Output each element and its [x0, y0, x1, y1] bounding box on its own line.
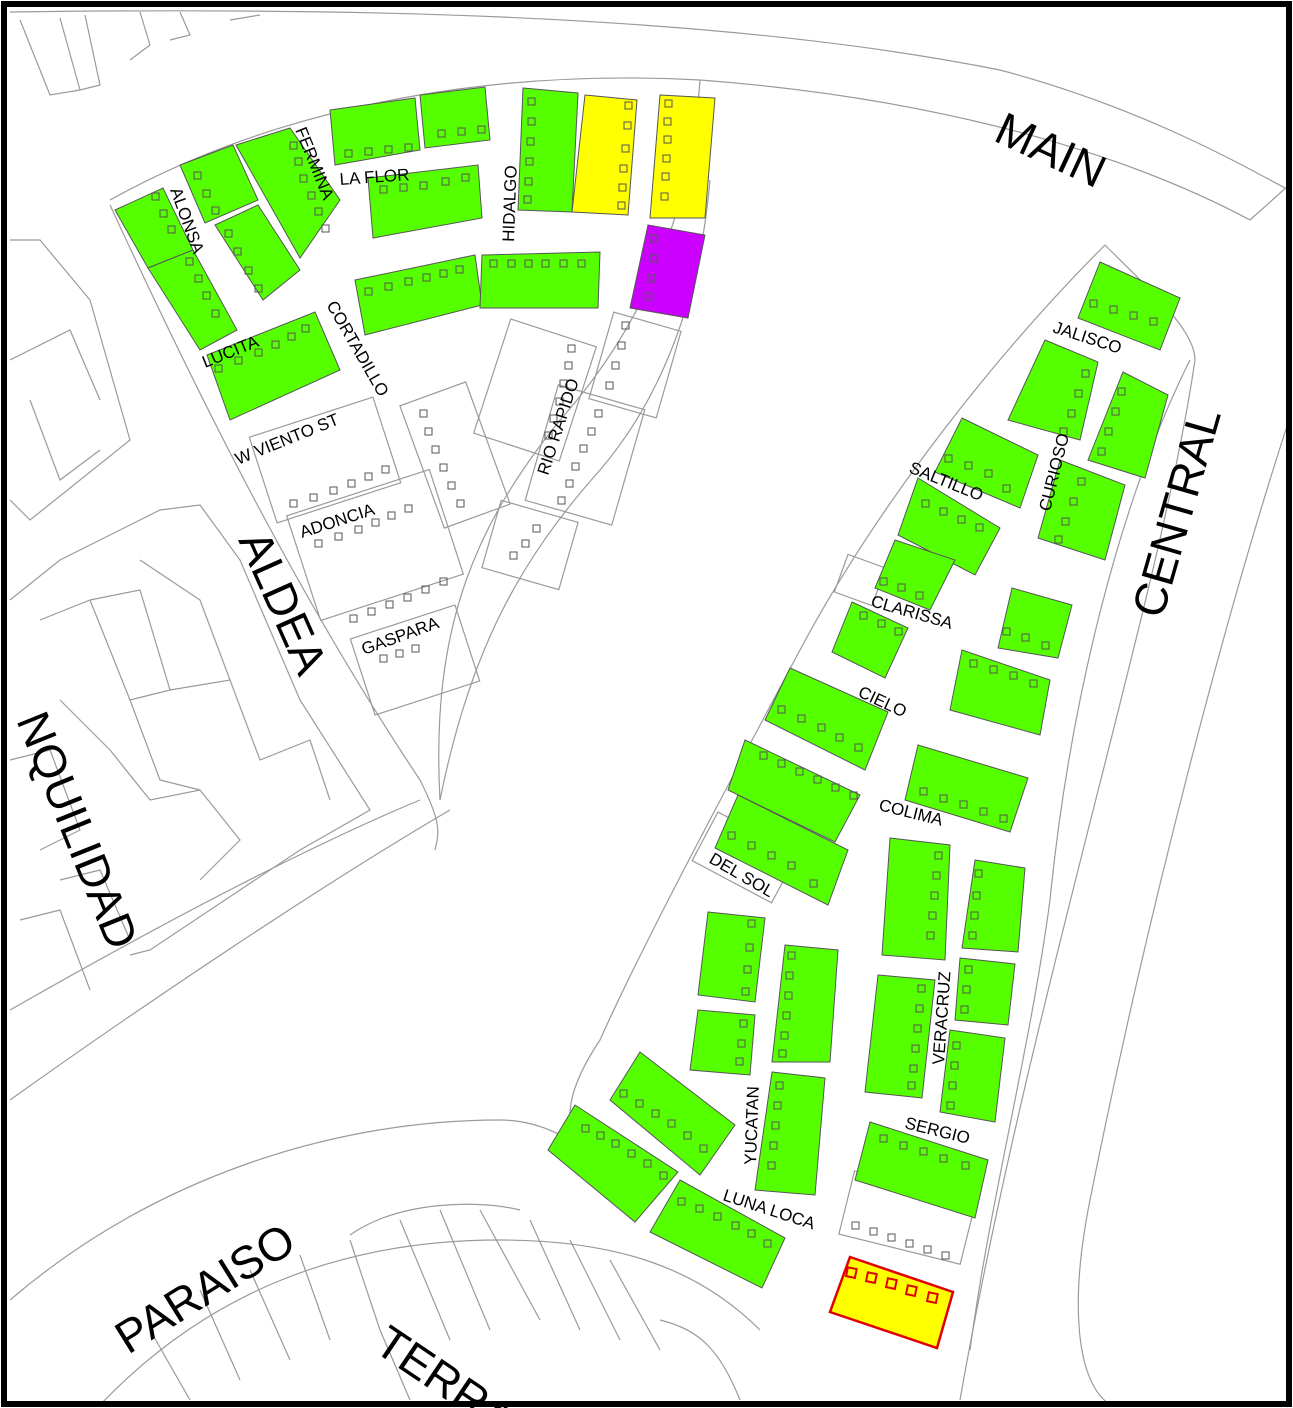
lot	[904, 744, 1029, 833]
lot	[147, 249, 238, 351]
road-outlines	[9, 10, 1290, 1406]
lot	[206, 311, 341, 421]
label-gaspara: GASPARA	[359, 613, 442, 659]
lot	[517, 87, 579, 213]
lot	[771, 944, 839, 1063]
lot	[179, 144, 259, 224]
label-la-flor: LA FLOR	[339, 165, 410, 189]
lot	[961, 859, 1026, 953]
lot	[609, 1051, 736, 1176]
lot	[897, 477, 1001, 576]
lot	[714, 794, 849, 906]
lot	[1007, 339, 1099, 441]
lot	[764, 667, 889, 771]
lot	[697, 911, 766, 1003]
lot	[754, 1071, 826, 1196]
lot	[547, 1104, 679, 1223]
lot	[479, 251, 601, 309]
lot	[235, 127, 341, 259]
lot-yellow	[571, 94, 638, 216]
lot	[831, 601, 909, 679]
lot	[1077, 261, 1181, 351]
lot	[727, 739, 861, 843]
selected-lot[interactable]	[828, 1255, 955, 1350]
label-rio-rapido: RIO RAPIDO	[534, 376, 583, 477]
lot	[939, 1029, 1006, 1123]
lot	[949, 649, 1051, 736]
lot	[214, 204, 301, 301]
lot	[954, 957, 1016, 1026]
lot	[854, 1121, 989, 1219]
label-paraiso: PARAISO	[106, 1213, 304, 1364]
lot	[997, 587, 1073, 659]
lot	[367, 164, 483, 239]
label-w-viento: W VIENTO ST	[232, 410, 341, 469]
selected-lot-houses	[844, 1266, 939, 1305]
lot	[1087, 371, 1169, 479]
lot	[419, 86, 491, 149]
lot	[689, 1009, 756, 1076]
lot	[649, 1179, 786, 1289]
label-main: MAIN	[988, 102, 1114, 198]
lot	[874, 539, 956, 611]
lot-purple	[629, 224, 706, 319]
label-hidalgo: HIDALGO	[499, 165, 521, 242]
lot	[864, 974, 936, 1099]
label-adoncia: ADONCIA	[297, 500, 377, 542]
house-markers	[151, 97, 1158, 1260]
lot	[881, 837, 951, 961]
lot-yellow	[649, 94, 716, 219]
lot	[934, 417, 1039, 509]
label-yucatan: YUCATAN	[741, 1086, 763, 1165]
lot	[1037, 459, 1126, 561]
lot	[329, 97, 421, 166]
